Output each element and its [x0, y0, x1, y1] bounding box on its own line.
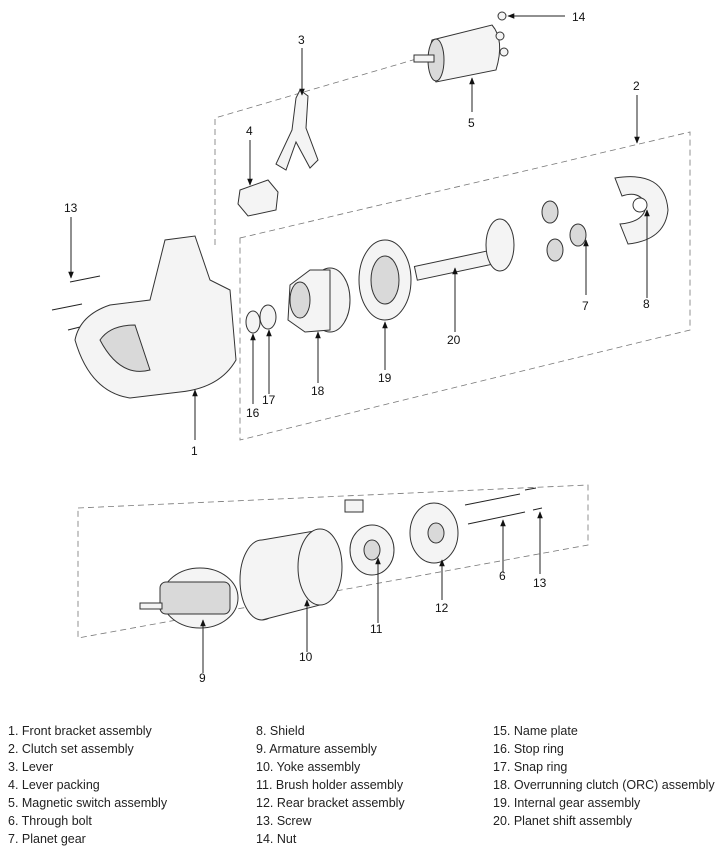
legend-item: 2. Clutch set assembly	[8, 742, 134, 756]
magnetic-switch-part	[413, 24, 509, 83]
legend-item: 8. Shield	[256, 724, 305, 738]
legend-item: 13. Screw	[256, 814, 312, 828]
legend-item: 7. Planet gear	[8, 832, 86, 846]
legend-item: 15. Name plate	[493, 724, 578, 738]
legend-item: 4. Lever packing	[8, 778, 100, 792]
legend-item: 6. Through bolt	[8, 814, 92, 828]
legend-item: 19. Internal gear assembly	[493, 796, 641, 810]
shield-part	[614, 176, 669, 245]
callout-13-upper: 13	[64, 201, 78, 215]
stop-ring-part	[245, 310, 261, 334]
lever-packing-part	[237, 179, 279, 217]
callout-7: 7	[582, 299, 589, 313]
snap-ring-part	[259, 304, 277, 330]
screws-lower-part	[524, 487, 543, 511]
legend-item: 14. Nut	[256, 832, 297, 846]
legend-item: 10. Yoke assembly	[256, 760, 361, 774]
clutch-set-frame	[239, 131, 691, 441]
legend-item: 5. Magnetic switch assembly	[8, 796, 168, 810]
callout-11: 11	[370, 622, 383, 636]
callout-5: 5	[468, 116, 475, 130]
legend-item: 18. Overrunning clutch (ORC) assembly	[493, 778, 715, 792]
internal-gear-part	[358, 239, 412, 321]
through-bolts-part	[464, 493, 526, 525]
brush-holder-part	[344, 499, 395, 576]
planet-shift-part	[413, 218, 515, 281]
overrunning-clutch-part	[287, 267, 351, 333]
callout-20: 20	[447, 333, 461, 347]
nut-part	[497, 11, 507, 21]
callout-8: 8	[643, 297, 650, 311]
legend-column-1: 1. Front bracket assembly 2. Clutch set …	[8, 722, 167, 848]
legend-item: 17. Snap ring	[493, 760, 568, 774]
callout-13-lower: 13	[533, 576, 547, 590]
callout-14: 14	[572, 10, 586, 24]
callout-9: 9	[199, 671, 206, 685]
callout-6: 6	[499, 569, 506, 583]
switch-guide-line	[214, 54, 431, 245]
legend-item: 9. Armature assembly	[256, 742, 377, 756]
legend-item: 3. Lever	[8, 760, 54, 774]
callout-17: 17	[262, 393, 276, 407]
callout-16: 16	[246, 406, 260, 420]
yoke-part	[239, 528, 343, 621]
front-bracket-part	[74, 235, 237, 399]
callout-12: 12	[435, 601, 449, 615]
armature-part	[139, 567, 239, 629]
callout-18: 18	[311, 384, 325, 398]
legend-item: 20. Planet shift assembly	[493, 814, 632, 828]
rear-assembly-frame	[77, 484, 589, 639]
legend-column-3: 15. Name plate 16. Stop ring 17. Snap ri…	[493, 722, 715, 830]
callout-3: 3	[298, 33, 305, 47]
lever-part	[275, 89, 319, 171]
callout-10: 10	[299, 650, 313, 664]
leader-lines	[68, 13, 650, 673]
legend-item: 12. Rear bracket assembly	[256, 796, 405, 810]
callout-19: 19	[378, 371, 392, 385]
exploded-view-diagram: 1 2 3 4 5 6 7 8 9 10 11 12 13 13 14 16 1…	[51, 10, 691, 685]
callout-4: 4	[246, 124, 253, 138]
legend-column-2: 8. Shield 9. Armature assembly 10. Yoke …	[256, 722, 405, 848]
callout-1: 1	[191, 444, 198, 458]
callout-2: 2	[633, 79, 640, 93]
planet-gears-part	[541, 200, 587, 262]
rear-bracket-part	[409, 502, 459, 564]
legend-item: 1. Front bracket assembly	[8, 724, 152, 738]
legend-item: 16. Stop ring	[493, 742, 564, 756]
legend-item: 11. Brush holder assembly	[256, 778, 404, 792]
